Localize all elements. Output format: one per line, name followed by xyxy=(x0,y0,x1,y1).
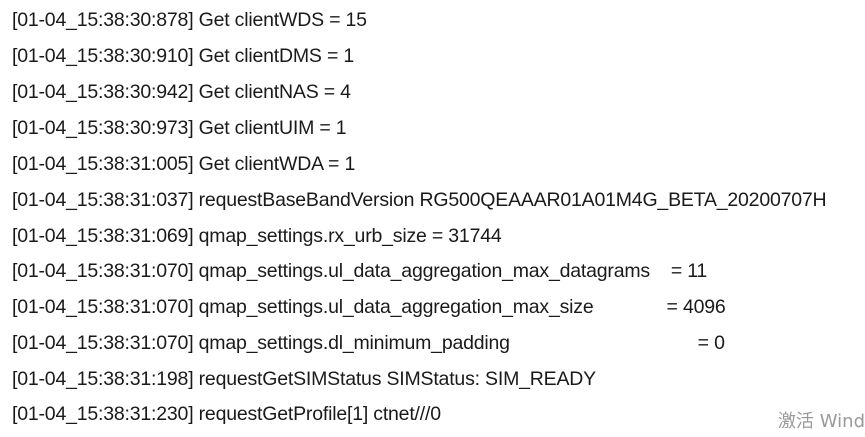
log-line: [01-04_15:38:31:070] qmap_settings.dl_mi… xyxy=(12,332,725,354)
log-line: [01-04_15:38:31:069] qmap_settings.rx_ur… xyxy=(12,225,502,247)
log-line: [01-04_15:38:30:910] Get clientDMS = 1 xyxy=(12,45,355,67)
log-line: [01-04_15:38:31:198] requestGetSIMStatus… xyxy=(12,368,596,390)
log-line: [01-04_15:38:31:070] qmap_settings.ul_da… xyxy=(12,296,726,318)
log-line: [01-04_15:38:30:973] Get clientUIM = 1 xyxy=(12,117,347,139)
log-line: [01-04_15:38:30:942] Get clientNAS = 4 xyxy=(12,81,351,103)
activation-watermark: 激活 Wind xyxy=(778,411,865,432)
log-line: [01-04_15:38:31:005] Get clientWDA = 1 xyxy=(12,153,356,175)
log-line: [01-04_15:38:30:878] Get clientWDS = 15 xyxy=(12,9,367,31)
log-line: [01-04_15:38:31:037] requestBaseBandVers… xyxy=(12,189,827,211)
log-line: [01-04_15:38:31:230] requestGetProfile[1… xyxy=(12,403,441,425)
log-line: [01-04_15:38:31:070] qmap_settings.ul_da… xyxy=(12,260,708,282)
